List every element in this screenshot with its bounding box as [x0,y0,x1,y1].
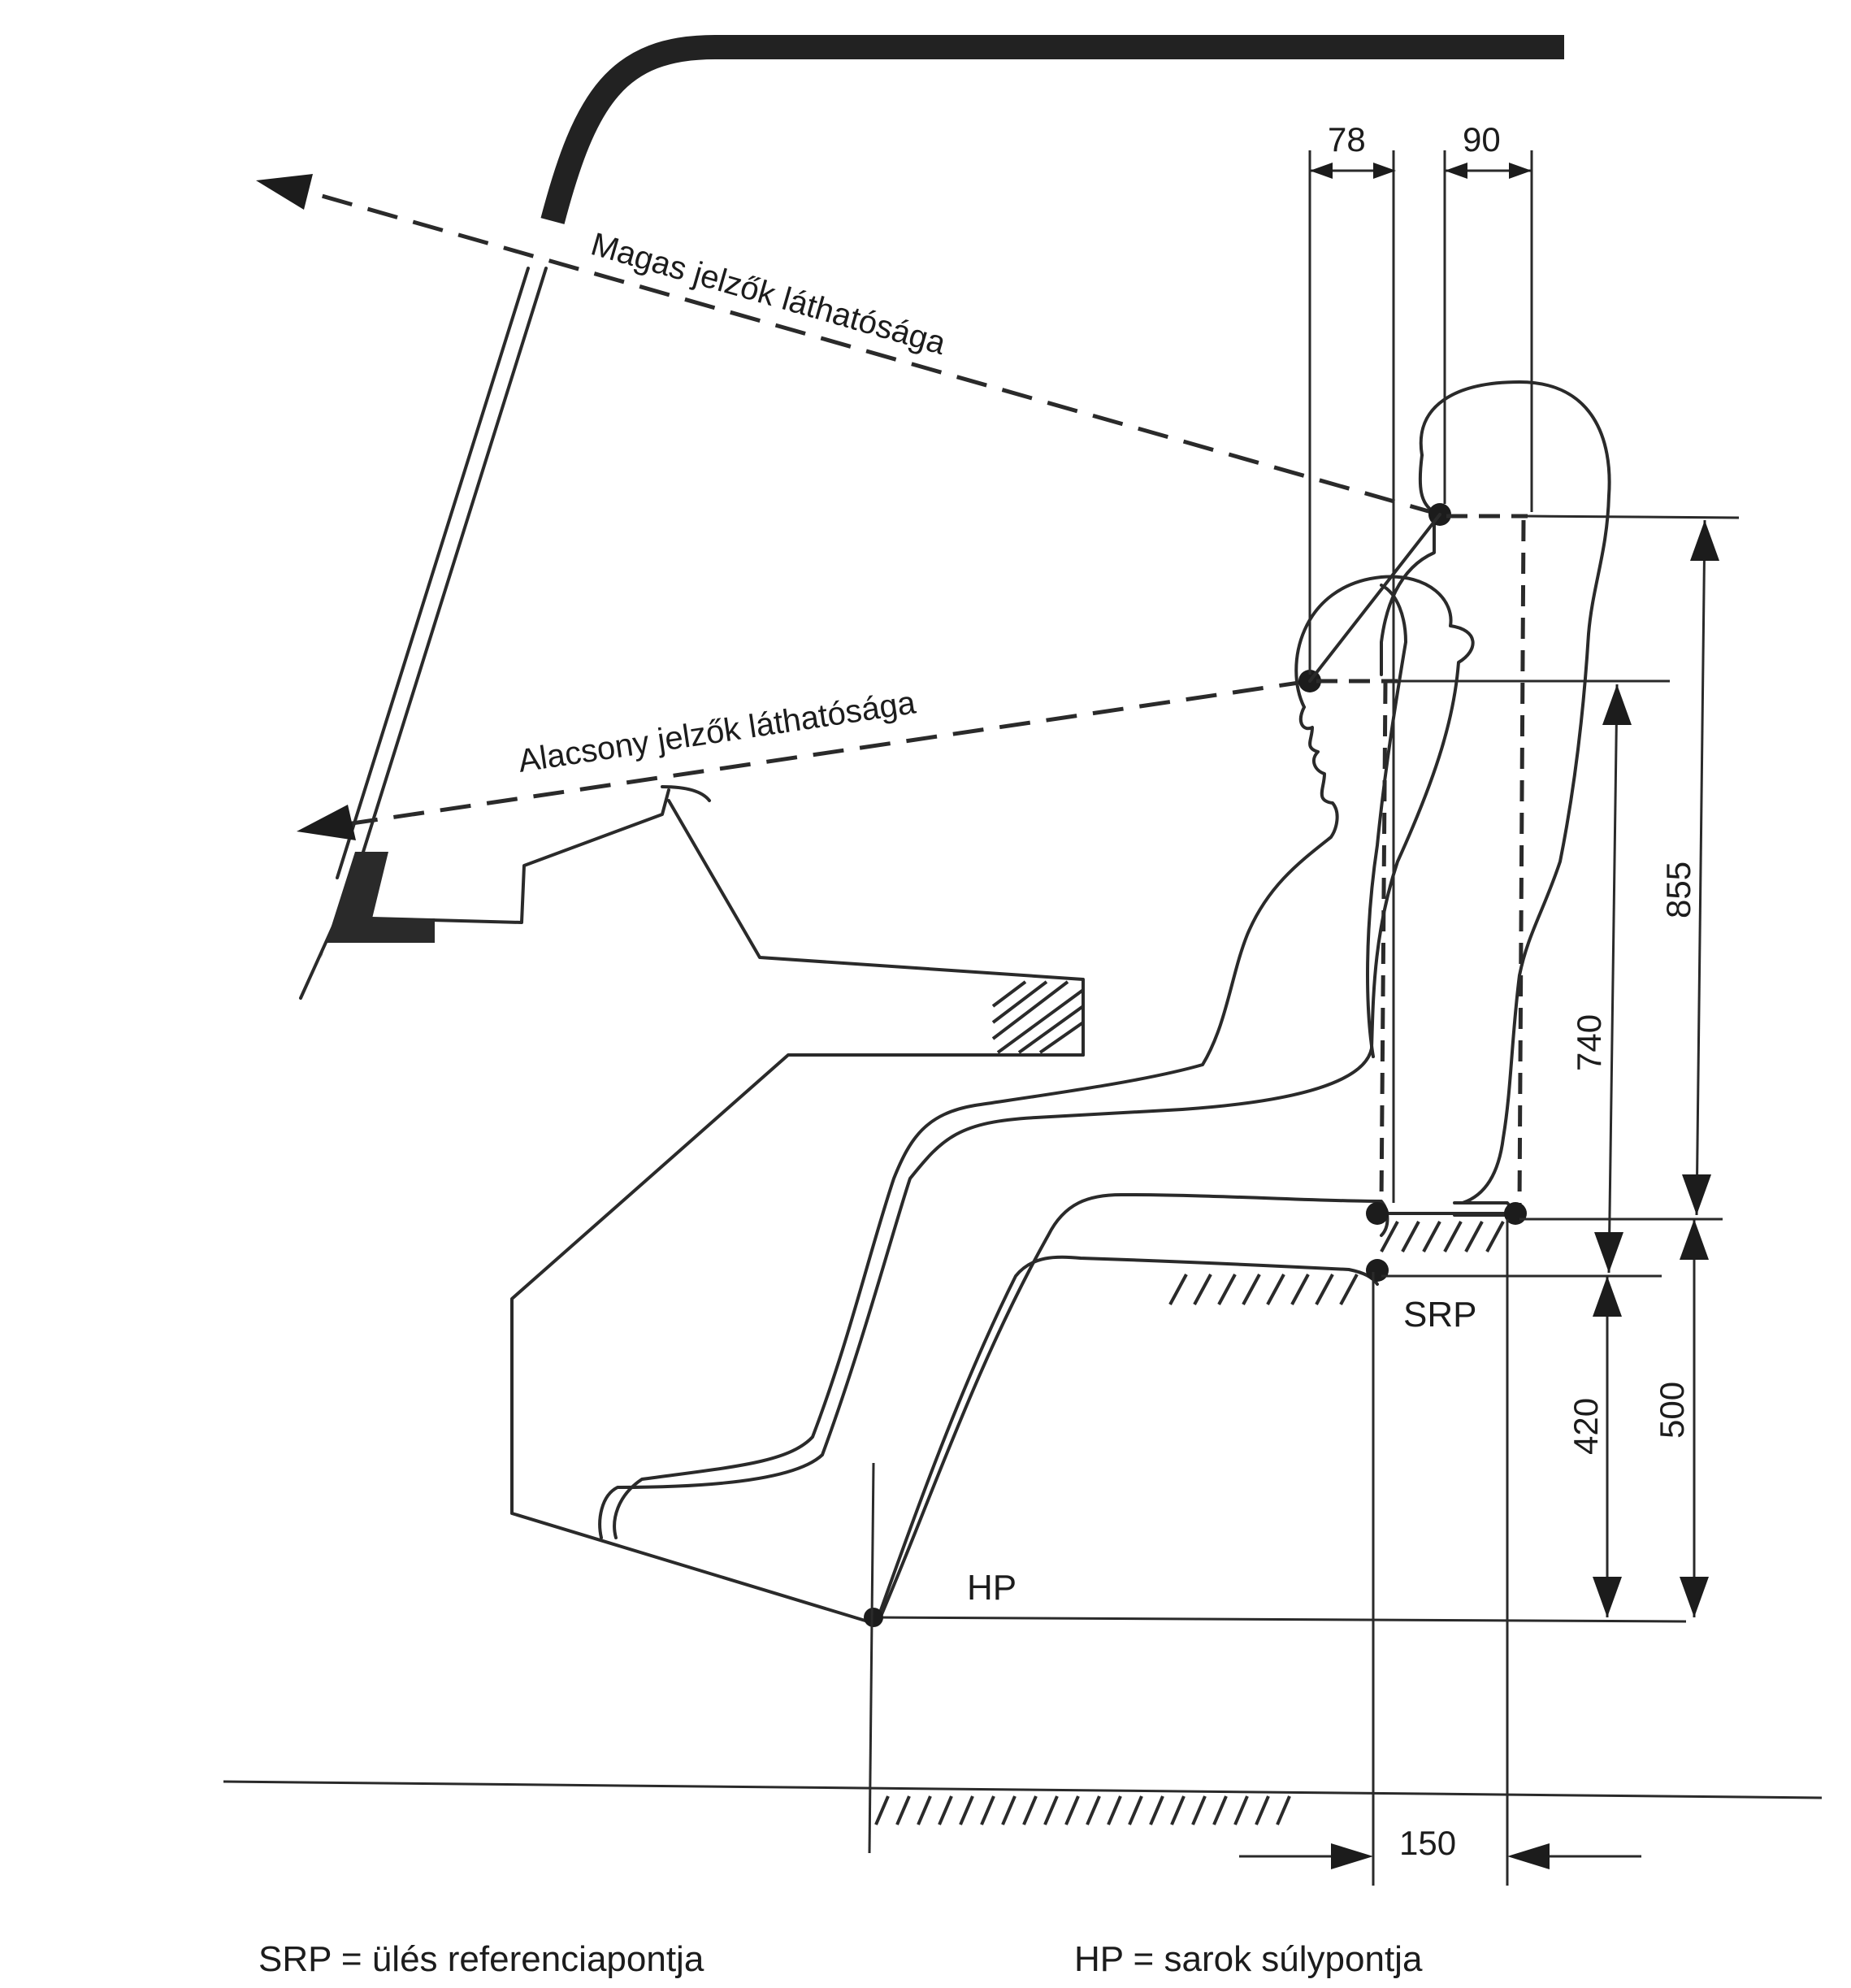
high-sight-line [256,174,1441,517]
dim-420-label: 420 [1567,1398,1605,1455]
high-sight-label: Magas jelzők láthatósága [587,226,951,362]
dashboard-frame [321,785,711,959]
hp-point [864,1608,883,1627]
srp-label: SRP [1403,1295,1476,1335]
driver-figure-small [598,575,1475,1539]
seat-point-front [1366,1202,1389,1225]
low-sight-arrowhead [297,805,356,840]
dim-855-label: 855 [1659,862,1697,918]
dim-500: 500 [1653,1219,1709,1617]
dim-500-label: 500 [1653,1382,1691,1439]
console-hatch [991,980,1085,1054]
seat-hatch-upper [1380,1221,1505,1252]
floor-hatch [874,1795,1291,1825]
dim-150-label: 150 [1399,1824,1456,1862]
dim-150: 150 [1239,1824,1641,1869]
driver-figure-large [874,380,1611,1626]
dim-90: 90 [1443,120,1533,512]
legend-srp: SRP = ülés referenciapontja [258,1939,704,1979]
seat-reference [1168,1202,1723,1305]
dim-740: 740 [1570,684,1632,1274]
legend-hp: HP = sarok súlypontja [1074,1939,1423,1979]
windshield [299,267,548,1000]
dim-420: 420 [1567,1276,1622,1617]
dim-78: 78 [1308,120,1396,675]
control-console [510,799,1085,1626]
hp-label: HP [967,1568,1017,1608]
low-sight-label: Alacsony jelzők láthatósága [516,684,918,779]
dim-78-label: 78 [1328,120,1366,158]
dim-740-label: 740 [1570,1014,1608,1071]
high-sight-arrowhead [256,174,313,210]
cab-roof [540,35,1564,224]
low-sight-line [297,679,1311,840]
srp-point [1366,1259,1389,1282]
seat-hatch-lower [1168,1274,1359,1305]
dim-855: 855 [1659,519,1719,1216]
dim-90-label: 90 [1463,120,1501,158]
floor [223,1780,1823,1825]
